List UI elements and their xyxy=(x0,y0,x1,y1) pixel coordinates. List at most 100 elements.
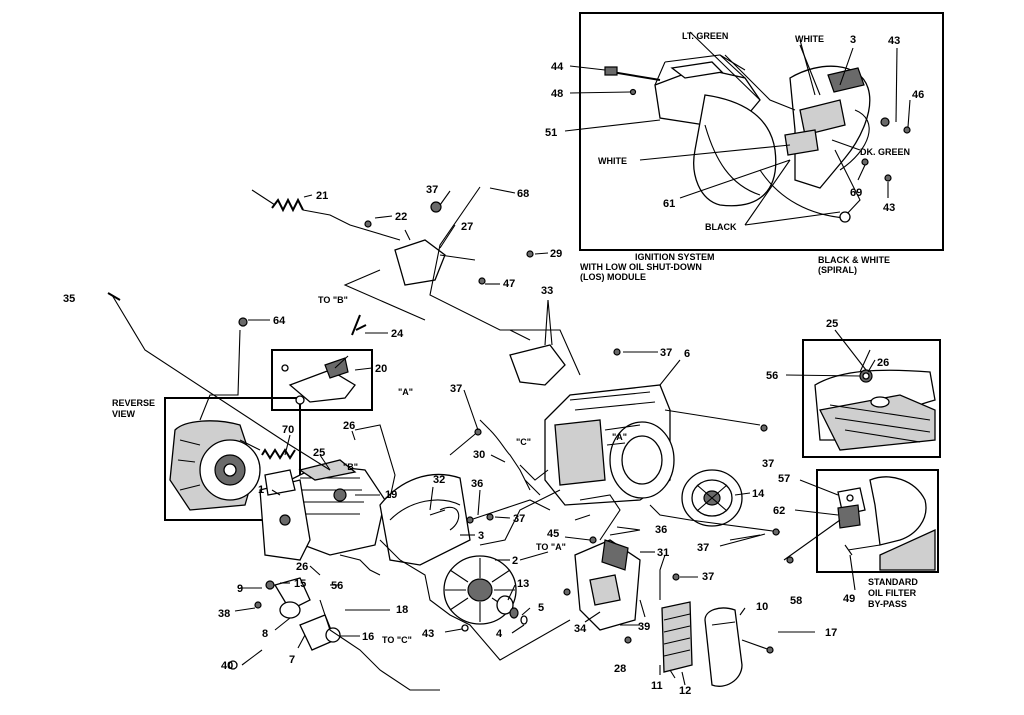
callout-6: 6 xyxy=(684,348,690,360)
callout-37: 37 xyxy=(450,383,462,395)
label-white-left: WHITE xyxy=(598,156,627,166)
reverse-view-box xyxy=(164,397,301,521)
callout-61: 61 xyxy=(663,198,675,210)
label-to-c: TO "C" xyxy=(382,635,412,645)
crankcase-front xyxy=(259,469,311,561)
callout-57: 57 xyxy=(778,473,790,485)
label-white-top: WHITE xyxy=(795,34,824,44)
air-cleaner-base xyxy=(574,539,641,631)
callout-32: 32 xyxy=(433,474,445,486)
label-ignition-3: (LOS) MODULE xyxy=(580,272,646,282)
oil-filter-bypass-inset xyxy=(783,469,939,591)
callout-17: 17 xyxy=(825,627,837,639)
label-mark-a1: "A" xyxy=(612,432,627,442)
callout-68: 68 xyxy=(517,188,529,200)
callout-44: 44 xyxy=(551,61,564,73)
callout-64: 64 xyxy=(273,315,286,327)
label-ignition-1: IGNITION SYSTEM xyxy=(635,252,715,262)
label-dk-green: DK. GREEN xyxy=(860,147,910,157)
callout-56: 56 xyxy=(331,580,343,592)
callout-34: 34 xyxy=(574,623,587,635)
label-to-a: TO "A" xyxy=(536,542,566,552)
callout-31: 31 xyxy=(657,547,669,559)
callout-11: 11 xyxy=(651,680,663,692)
callout-40: 40 xyxy=(221,660,233,672)
callout-37: 37 xyxy=(660,347,672,359)
callout-5: 5 xyxy=(538,602,544,614)
callout-2: 2 xyxy=(512,555,518,567)
callout-26: 26 xyxy=(296,561,308,573)
callout-26: 26 xyxy=(343,420,355,432)
callout-49: 49 xyxy=(843,593,855,605)
label-mark-c: "C" xyxy=(516,437,531,447)
callout-16: 16 xyxy=(362,631,374,643)
callout-25: 25 xyxy=(313,447,325,459)
callout-43: 43 xyxy=(422,628,434,640)
callout-56: 56 xyxy=(766,370,778,382)
air-cleaner-cover xyxy=(704,607,743,687)
callout-9: 9 xyxy=(237,583,243,595)
callout-leaders xyxy=(234,187,815,686)
callout-7: 7 xyxy=(289,654,295,666)
callout-22: 22 xyxy=(395,211,407,223)
callout-35: 35 xyxy=(63,293,75,305)
callout-3: 3 xyxy=(478,530,484,542)
callout-36: 36 xyxy=(655,524,667,536)
callout-30: 30 xyxy=(473,449,485,461)
label-filter-3: BY-PASS xyxy=(868,599,907,609)
callout-48: 48 xyxy=(551,88,563,100)
callout-37: 37 xyxy=(702,571,714,583)
callout-14: 14 xyxy=(752,488,765,500)
callout-19: 19 xyxy=(385,489,397,501)
label-to-b: TO "B" xyxy=(318,295,348,305)
callout-27: 27 xyxy=(461,221,473,233)
shutoff-detail-inset xyxy=(785,329,941,458)
callout-69: 69 xyxy=(850,187,862,199)
air-filter-element xyxy=(661,601,693,673)
label-lt-green: LT. GREEN xyxy=(682,31,728,41)
label-reverse-1: REVERSE xyxy=(112,398,155,408)
callout-39: 39 xyxy=(638,621,650,633)
callout-28: 28 xyxy=(614,663,626,675)
callout-18: 18 xyxy=(396,604,408,616)
callout-51: 51 xyxy=(545,127,557,139)
engine-block xyxy=(544,384,675,506)
callout-43: 43 xyxy=(883,202,895,214)
label-filter-2: OIL FILTER xyxy=(868,588,917,598)
callout-62: 62 xyxy=(773,505,785,517)
carburetor-parts xyxy=(265,577,341,651)
callout-29: 29 xyxy=(550,248,562,260)
callout-58: 58 xyxy=(790,595,802,607)
callout-37: 37 xyxy=(762,458,774,470)
callout-26: 26 xyxy=(877,357,889,369)
callout-4: 4 xyxy=(496,628,503,640)
callout-12: 12 xyxy=(679,685,691,697)
callout-70: 70 xyxy=(282,424,294,436)
diagram-labels: LT. GREEN WHITE WHITE DK. GREEN BLACK IG… xyxy=(112,31,918,645)
linkage-wires xyxy=(111,186,781,691)
callout-21: 21 xyxy=(316,190,328,202)
callout-3: 3 xyxy=(850,34,856,46)
callout-37: 37 xyxy=(513,513,525,525)
callout-numbers: 44 48 51 3 43 46 69 43 61 21 37 68 22 27… xyxy=(63,34,924,697)
governor-linkage xyxy=(107,189,534,336)
callout-33: 33 xyxy=(541,285,553,297)
callout-38: 38 xyxy=(218,608,230,620)
flywheel xyxy=(681,469,743,527)
bracket-part xyxy=(509,299,566,386)
callout-25: 25 xyxy=(826,318,838,330)
ignition-system-inset xyxy=(564,12,944,251)
label-black-white-2: (SPIRAL) xyxy=(818,265,857,275)
callout-1: 1 xyxy=(258,484,264,496)
speed-control-box xyxy=(271,349,373,411)
spring-part xyxy=(261,448,296,460)
label-mark-a2: "A" xyxy=(398,387,413,397)
label-black: BLACK xyxy=(705,222,737,232)
callout-20: 20 xyxy=(375,363,387,375)
callout-10: 10 xyxy=(756,601,768,613)
label-ignition-2: WITH LOW OIL SHUT-DOWN xyxy=(580,262,702,272)
callout-8: 8 xyxy=(262,628,268,640)
callout-13: 13 xyxy=(517,578,529,590)
label-black-white-1: BLACK & WHITE xyxy=(818,255,890,265)
